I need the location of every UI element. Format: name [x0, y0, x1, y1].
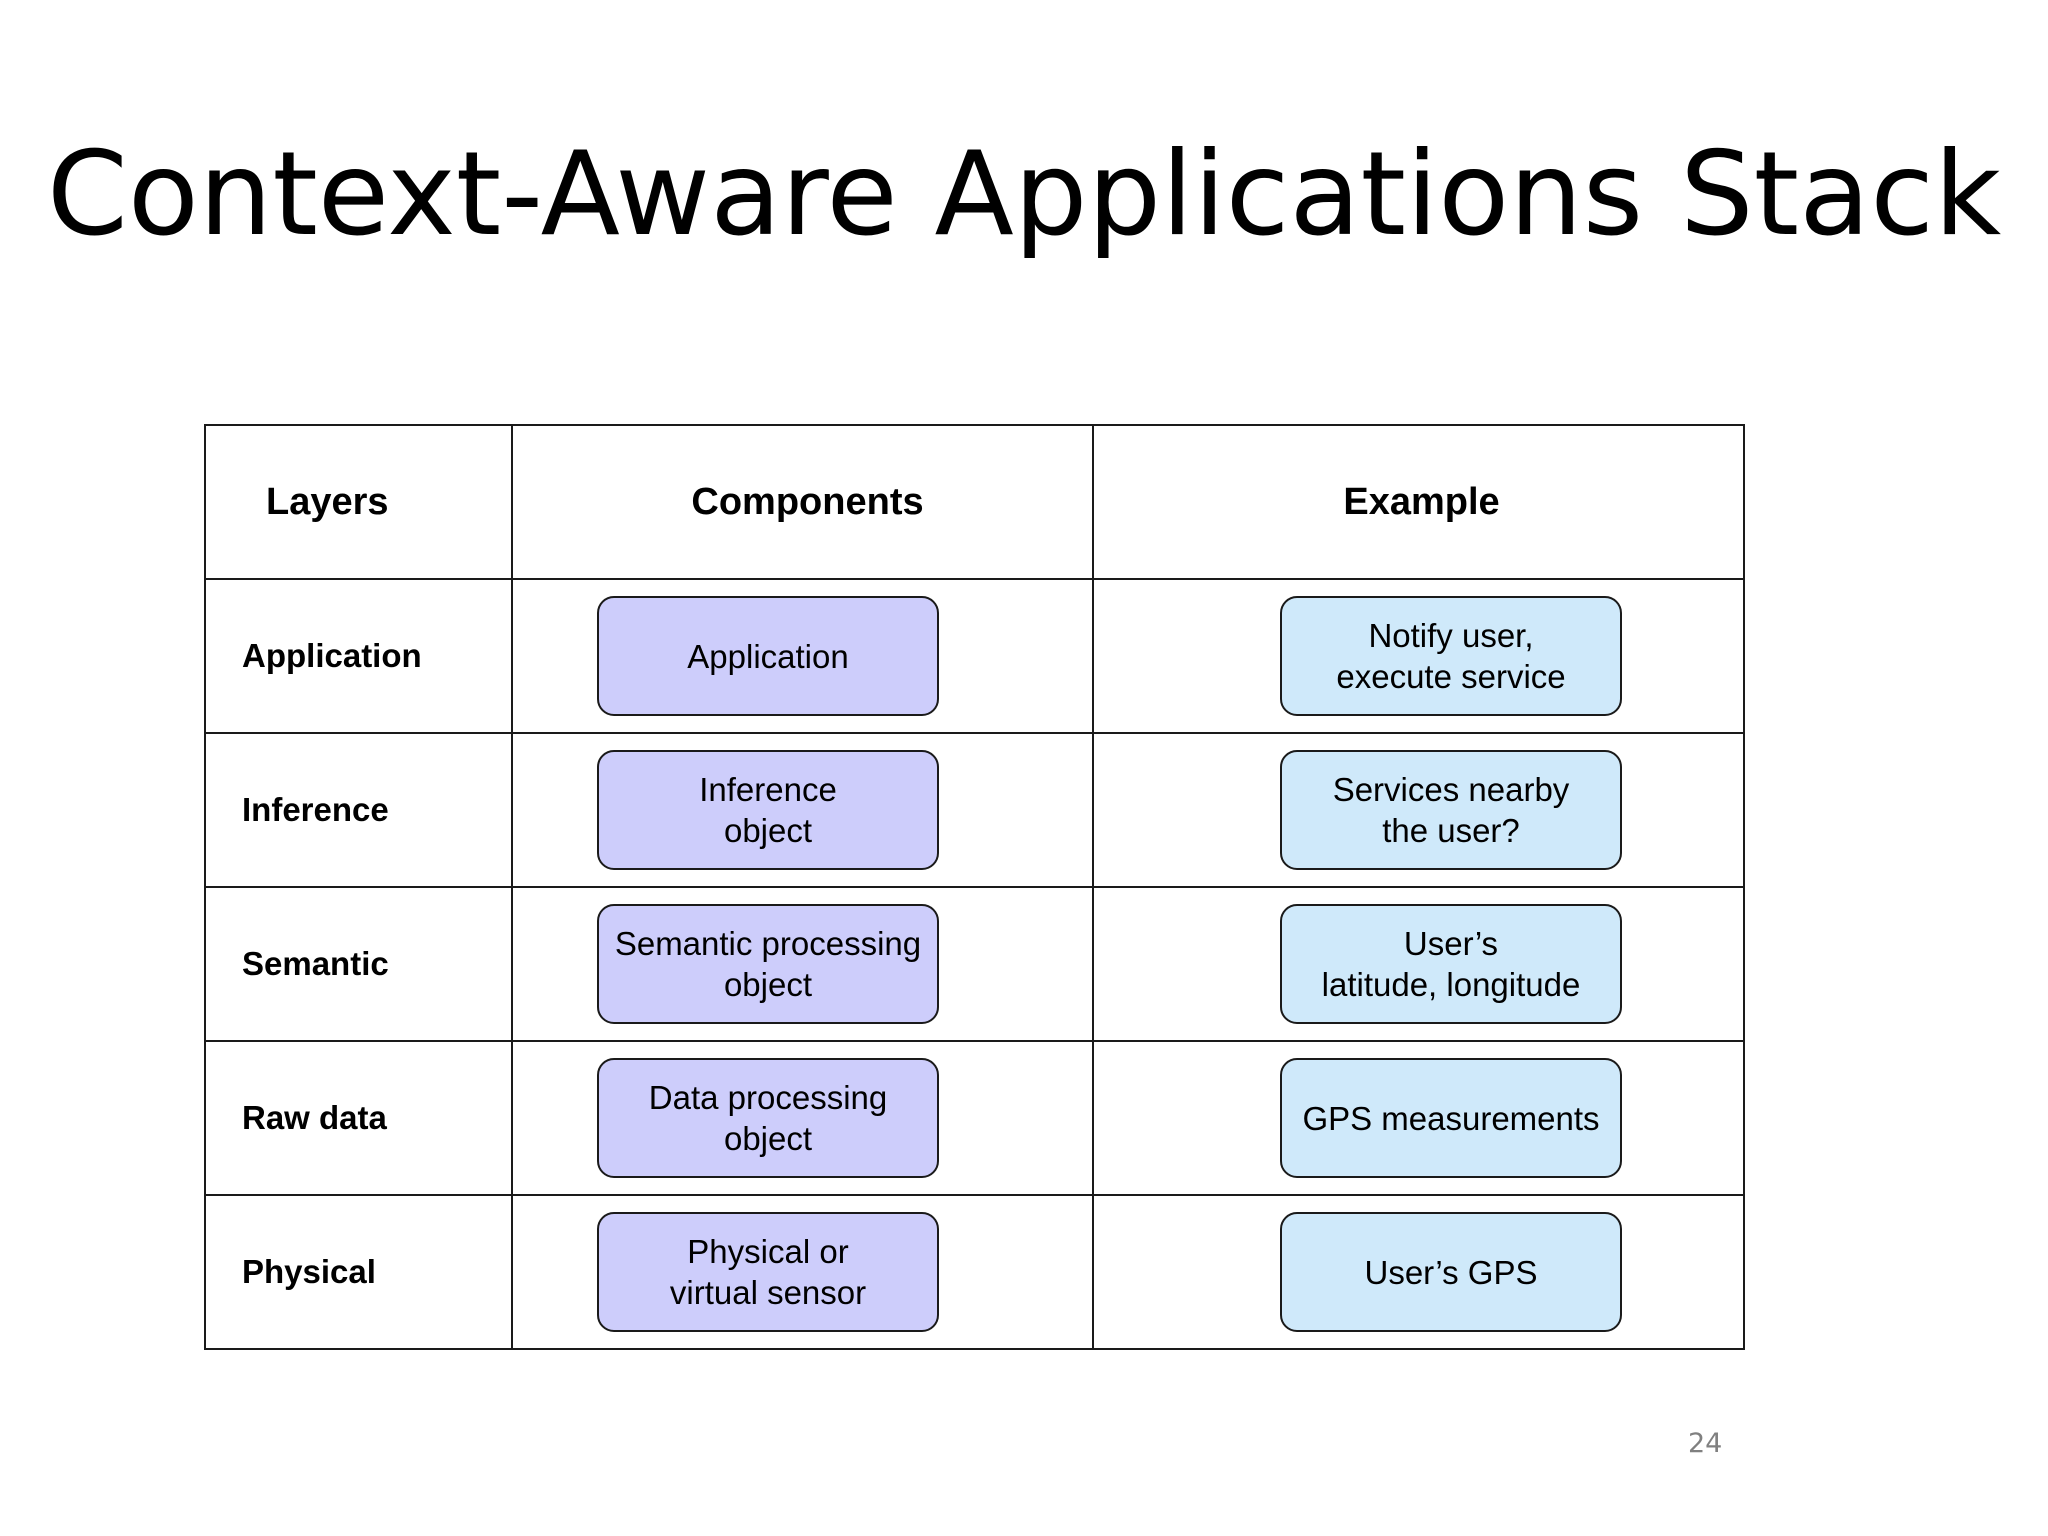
example-cell: Notify user, execute service: [1092, 578, 1745, 734]
component-cell: Semantic processing object: [511, 886, 1094, 1042]
component-cell: Application: [511, 578, 1094, 734]
component-cell: Inference object: [511, 732, 1094, 888]
context-stack-table: Layers Components Example Application Ap…: [204, 424, 1745, 1350]
table-row-inference: Inference Inference object Services near…: [204, 732, 1745, 888]
component-box: Application: [597, 596, 939, 716]
component-box: Semantic processing object: [597, 904, 939, 1024]
example-cell: User’s GPS: [1092, 1194, 1745, 1350]
header-components-label: Components: [691, 480, 924, 523]
table-row-application: Application Application Notify user, exe…: [204, 578, 1745, 734]
layer-name: Semantic: [204, 886, 513, 1042]
example-cell: User’s latitude, longitude: [1092, 886, 1745, 1042]
header-layers-label: Layers: [266, 480, 389, 523]
header-components: Components: [511, 424, 1094, 580]
component-cell: Data processing object: [511, 1040, 1094, 1196]
table-row-raw-data: Raw data Data processing object GPS meas…: [204, 1040, 1745, 1196]
header-layers: Layers: [204, 424, 513, 580]
example-box: Notify user, execute service: [1280, 596, 1622, 716]
component-box: Data processing object: [597, 1058, 939, 1178]
header-example: Example: [1092, 424, 1745, 580]
example-cell: GPS measurements: [1092, 1040, 1745, 1196]
example-box: User’s GPS: [1280, 1212, 1622, 1332]
layer-name: Inference: [204, 732, 513, 888]
page-number: 24: [1688, 1428, 1723, 1459]
component-box: Physical or virtual sensor: [597, 1212, 939, 1332]
layer-name: Physical: [204, 1194, 513, 1350]
component-box: Inference object: [597, 750, 939, 870]
example-cell: Services nearby the user?: [1092, 732, 1745, 888]
layer-name: Raw data: [204, 1040, 513, 1196]
example-box: Services nearby the user?: [1280, 750, 1622, 870]
component-cell: Physical or virtual sensor: [511, 1194, 1094, 1350]
layer-name: Application: [204, 578, 513, 734]
example-box: GPS measurements: [1280, 1058, 1622, 1178]
table-row-physical: Physical Physical or virtual sensor User…: [204, 1194, 1745, 1350]
slide-title: Context-Aware Applications Stack: [46, 127, 2002, 262]
example-box: User’s latitude, longitude: [1280, 904, 1622, 1024]
table-header-row: Layers Components Example: [204, 424, 1745, 580]
table-row-semantic: Semantic Semantic processing object User…: [204, 886, 1745, 1042]
header-example-label: Example: [1343, 480, 1500, 523]
